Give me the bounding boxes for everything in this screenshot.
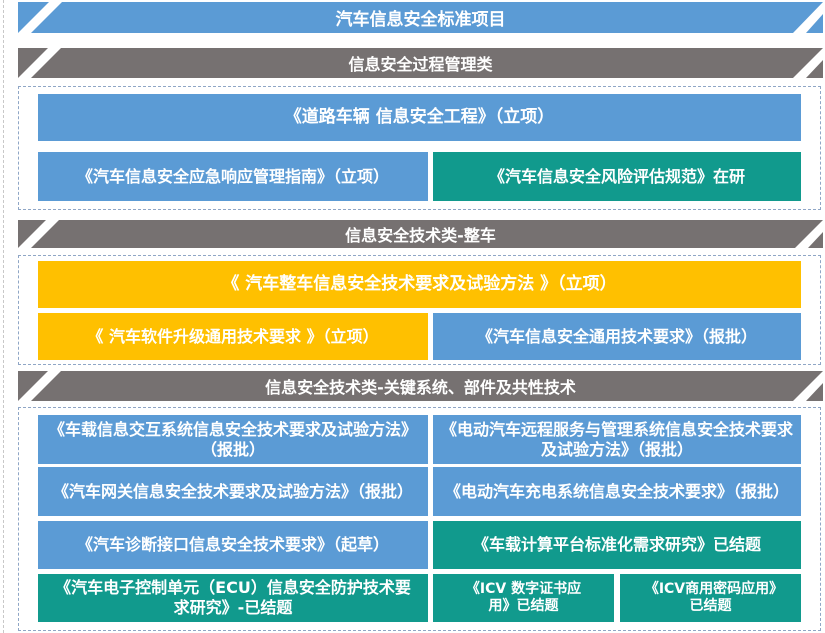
standard-item: 《ICV 数字证书应用》已结题 xyxy=(433,574,614,622)
standard-item: 《汽车信息安全风险评估规范》在研 xyxy=(433,152,801,201)
standard-item: 《汽车网关信息安全技术要求及试验方法》（报批） xyxy=(38,467,428,516)
standard-item: 《ICV商用密码应用》已结题 xyxy=(620,574,801,622)
section-chevron-right xyxy=(793,48,823,78)
group-components: 《车载信息交互系统信息安全技术要求及试验方法》（报批） 《电动汽车远程服务与管理… xyxy=(18,407,821,631)
standard-item: 《车载计算平台标准化需求研究》已结题 xyxy=(433,521,801,569)
title-chevron-left xyxy=(18,2,62,33)
standard-item-label: 《汽车诊断接口信息安全技术要求》（起草） xyxy=(76,535,389,554)
standard-item: 《汽车信息安全通用技术要求》（报批） xyxy=(433,313,801,360)
section-chevron-left xyxy=(18,371,61,401)
standard-item-label: 《电动汽车远程服务与管理系统信息安全技术要求及试验方法》（报批） xyxy=(441,419,794,459)
group-process: 《道路车辆 信息安全工程》（立项） 《汽车信息安全应急响应管理指南》（立项） 《… xyxy=(18,86,821,210)
standard-item: 《道路车辆 信息安全工程》（立项） xyxy=(38,94,801,141)
section-heading-label: 信息安全技术类-整车 xyxy=(345,226,496,245)
standard-item: 《电动汽车远程服务与管理系统信息安全技术要求及试验方法》（报批） xyxy=(433,415,801,464)
section-heading-process: 信息安全过程管理类 xyxy=(18,48,823,78)
standard-item-label: 《车载计算平台标准化需求研究》已结题 xyxy=(472,535,761,554)
standard-item: 《汽车信息安全应急响应管理指南》（立项） xyxy=(38,152,428,201)
section-heading-vehicle: 信息安全技术类-整车 xyxy=(18,220,823,248)
page-title: 汽车信息安全标准项目 xyxy=(335,10,506,30)
standard-item: 《汽车电子控制单元（ECU）信息安全防护技术要求研究》-已结题 xyxy=(38,574,428,622)
section-chevron-left xyxy=(18,48,61,78)
standard-item-label: 《电动汽车充电系统信息安全技术要求》（报批） xyxy=(444,481,789,501)
title-chevron-right xyxy=(793,2,823,33)
standard-item: 《 汽车整车信息安全技术要求及试验方法 》（立项） xyxy=(38,261,801,308)
section-heading-label: 信息安全技术类-关键系统、部件及共性技术 xyxy=(265,378,576,397)
standard-item-label: 《道路车辆 信息安全工程》（立项） xyxy=(284,106,555,127)
standard-item-label: 《车载信息交互系统信息安全技术要求及试验方法》（报批） xyxy=(48,419,417,459)
standard-item-label: 《 汽车整车信息安全技术要求及试验方法 》（立项） xyxy=(222,273,617,294)
section-heading-label: 信息安全过程管理类 xyxy=(348,55,493,74)
section-chevron-right xyxy=(793,371,823,401)
standard-item-label: 《ICV商用密码应用》已结题 xyxy=(644,580,777,615)
standard-item: 《车载信息交互系统信息安全技术要求及试验方法》（报批） xyxy=(38,415,428,464)
section-chevron-right xyxy=(795,220,823,248)
standard-item-label: 《汽车信息安全风险评估规范》在研 xyxy=(488,166,745,186)
standard-item: 《电动汽车充电系统信息安全技术要求》（报批） xyxy=(433,467,801,516)
group-vehicle: 《 汽车整车信息安全技术要求及试验方法 》（立项） 《 汽车软件升级通用技术要求… xyxy=(18,255,821,365)
section-heading-components: 信息安全技术类-关键系统、部件及共性技术 xyxy=(18,371,823,401)
section-chevron-left xyxy=(18,220,59,248)
standard-item-label: 《汽车信息安全通用技术要求》（报批） xyxy=(476,326,757,346)
standard-item: 《 汽车软件升级通用技术要求 》（立项） xyxy=(38,313,428,360)
standard-item-label: 《ICV 数字证书应用》已结题 xyxy=(465,580,582,615)
left-dashed-guide xyxy=(3,0,4,633)
standard-item-label: 《汽车网关信息安全技术要求及试验方法》（报批） xyxy=(52,481,413,501)
standard-item-label: 《汽车信息安全应急响应管理指南》（立项） xyxy=(76,166,389,186)
standard-item-label: 《 汽车软件升级通用技术要求 》（立项） xyxy=(87,326,379,346)
title-bar: 汽车信息安全标准项目 xyxy=(18,2,823,33)
standard-item-label: 《汽车电子控制单元（ECU）信息安全防护技术要求研究》-已结题 xyxy=(55,578,411,617)
standard-item: 《汽车诊断接口信息安全技术要求》（起草） xyxy=(38,521,428,569)
